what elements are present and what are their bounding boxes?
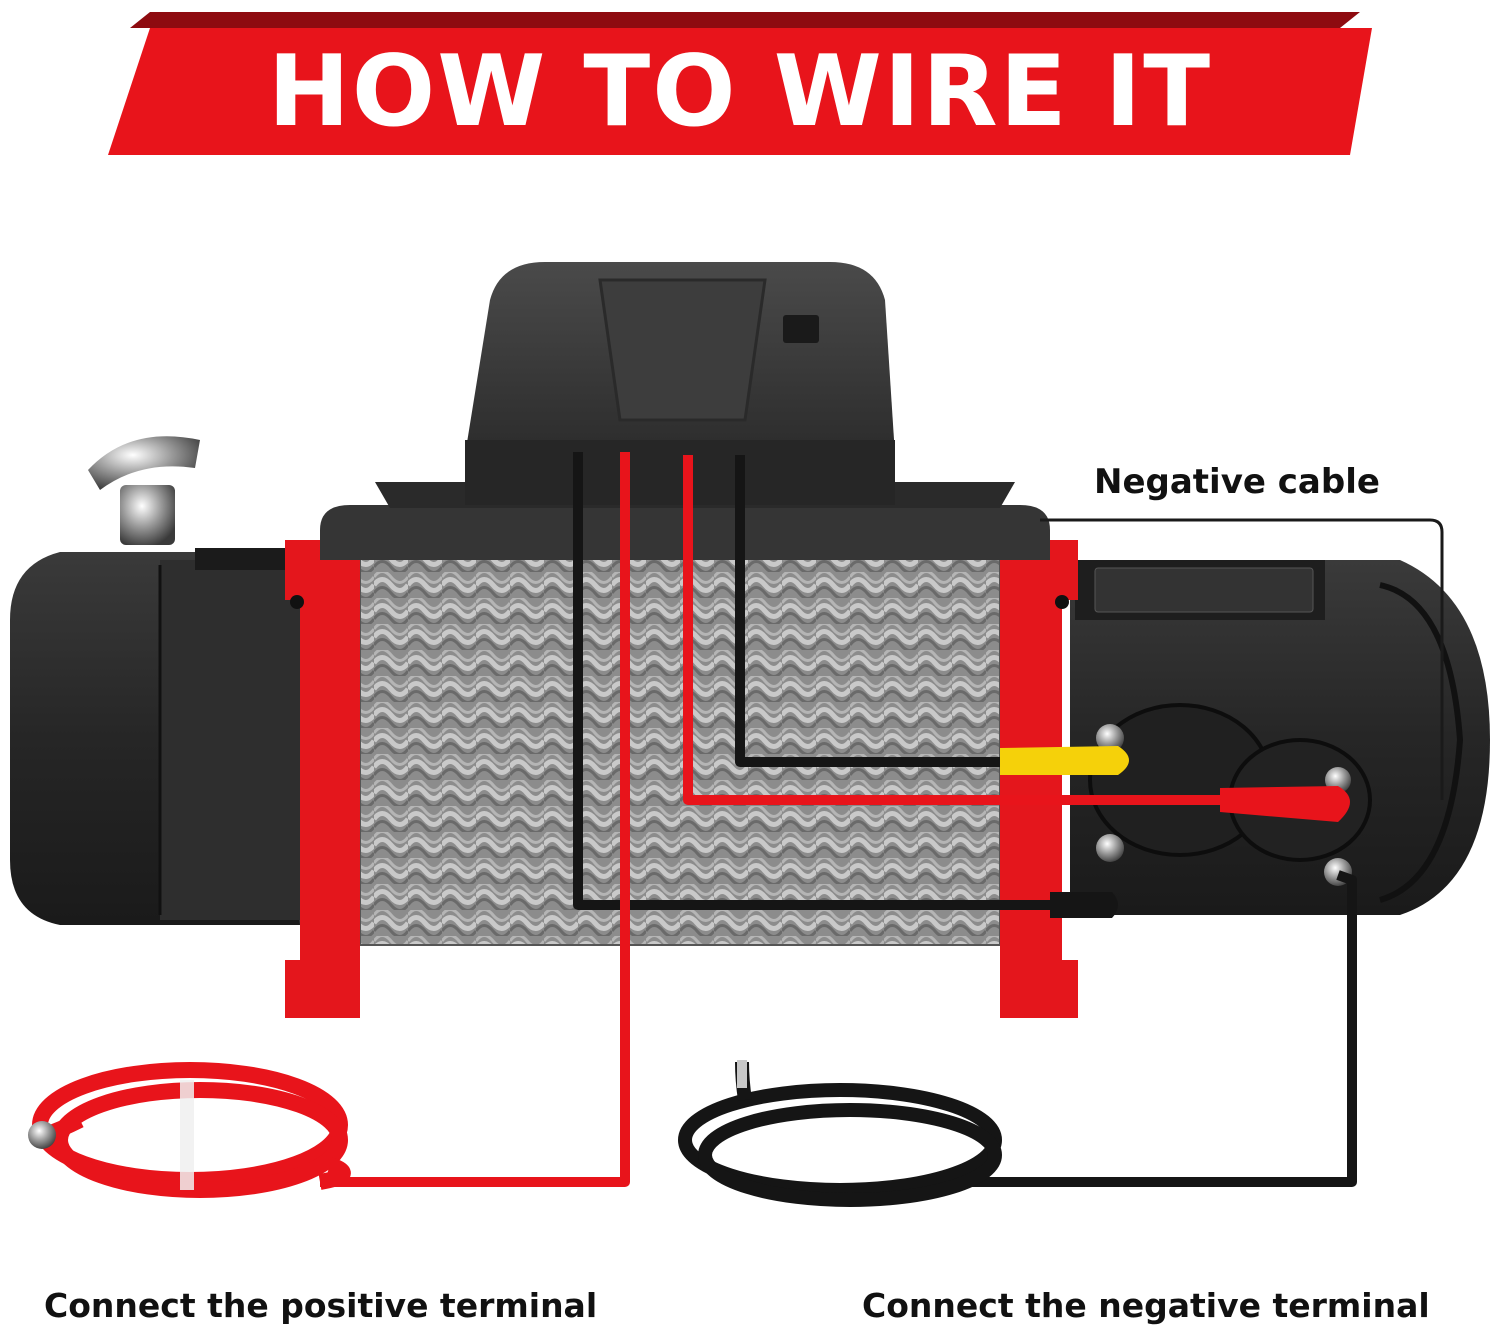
black-boot <box>1050 892 1118 918</box>
red-insulator <box>1220 786 1350 822</box>
black-cable-coil <box>678 1061 1002 1207</box>
ring-terminal-icon <box>28 1121 56 1149</box>
positive-terminal-label: Connect the positive terminal <box>44 1286 598 1325</box>
title-banner <box>108 12 1372 155</box>
negative-cable-callout-line <box>1040 518 1444 800</box>
negative-wires <box>573 452 1357 1187</box>
yellow-insulator <box>1000 746 1129 775</box>
negative-cable-label: Negative cable <box>1094 462 1380 502</box>
negative-terminal-label: Connect the negative terminal <box>862 1286 1430 1325</box>
spade-terminal-icon <box>737 1060 747 1088</box>
winch-illustration <box>10 262 1490 1018</box>
banner-title: HOW TO WIRE IT <box>267 35 1213 149</box>
positive-wires <box>320 452 1300 1187</box>
cable-tie-icon <box>180 1080 194 1190</box>
